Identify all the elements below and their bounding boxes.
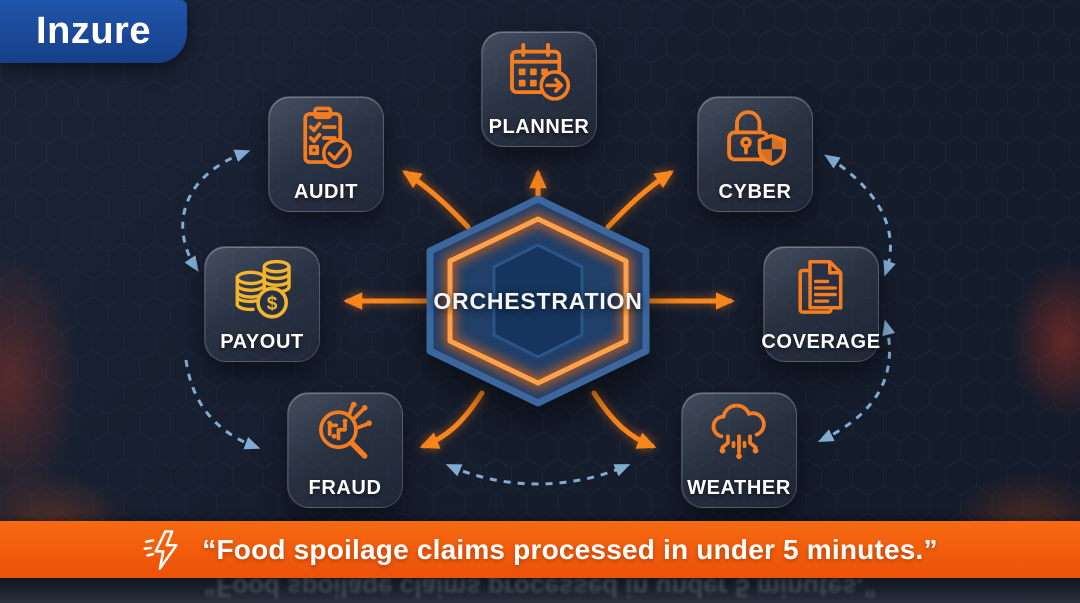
- arc-fraud-weather: [445, 464, 631, 486]
- node-weather: WEATHER: [681, 392, 797, 508]
- ambient-glow: [1010, 260, 1080, 420]
- banner-reflection: “Food spoilage claims processed in under…: [0, 578, 1080, 603]
- node-coverage: COVERAGE: [761, 246, 881, 362]
- node-audit: AUDIT: [268, 96, 384, 212]
- node-cyber: CYBER: [697, 96, 813, 212]
- lock-shield-icon: [727, 110, 787, 166]
- node-label: PAYOUT: [220, 331, 304, 353]
- cloud-circuit-icon: [711, 403, 766, 460]
- node-label: AUDIT: [293, 181, 359, 203]
- ambient-glow: [0, 250, 80, 510]
- calendar-arrow-icon: [510, 42, 571, 101]
- node-label: PLANNER: [488, 116, 590, 138]
- hub-title: ORCHESTRATION: [433, 288, 643, 314]
- node-label: CYBER: [718, 181, 792, 203]
- magnifier-circuit-icon: [319, 401, 372, 459]
- node-label: WEATHER: [687, 477, 791, 499]
- lightning-icon: [143, 529, 178, 570]
- node-label: FRAUD: [308, 477, 382, 499]
- clipboard-check-icon: [303, 106, 352, 169]
- arc-payout-fraud: [184, 359, 261, 450]
- node-payout: $ PAYOUT: [204, 246, 320, 362]
- documents-icon: [798, 260, 843, 314]
- quote-text: “Food spoilage claims processed in under…: [202, 533, 938, 565]
- brand-logo-text: Inzure: [36, 10, 151, 52]
- node-planner: PLANNER: [481, 31, 597, 147]
- orchestration-hexagon: [426, 195, 650, 407]
- svg-text:$: $: [267, 293, 278, 314]
- node-fraud: FRAUD: [287, 392, 403, 508]
- coins-dollar-icon: $: [235, 259, 291, 319]
- node-label: COVERAGE: [761, 331, 881, 353]
- quote-banner: “Food spoilage claims processed in under…: [0, 521, 1080, 578]
- reflected-quote-text: “Food spoilage claims processed in under…: [203, 578, 877, 603]
- brand-logo: Inzure: [0, 0, 187, 63]
